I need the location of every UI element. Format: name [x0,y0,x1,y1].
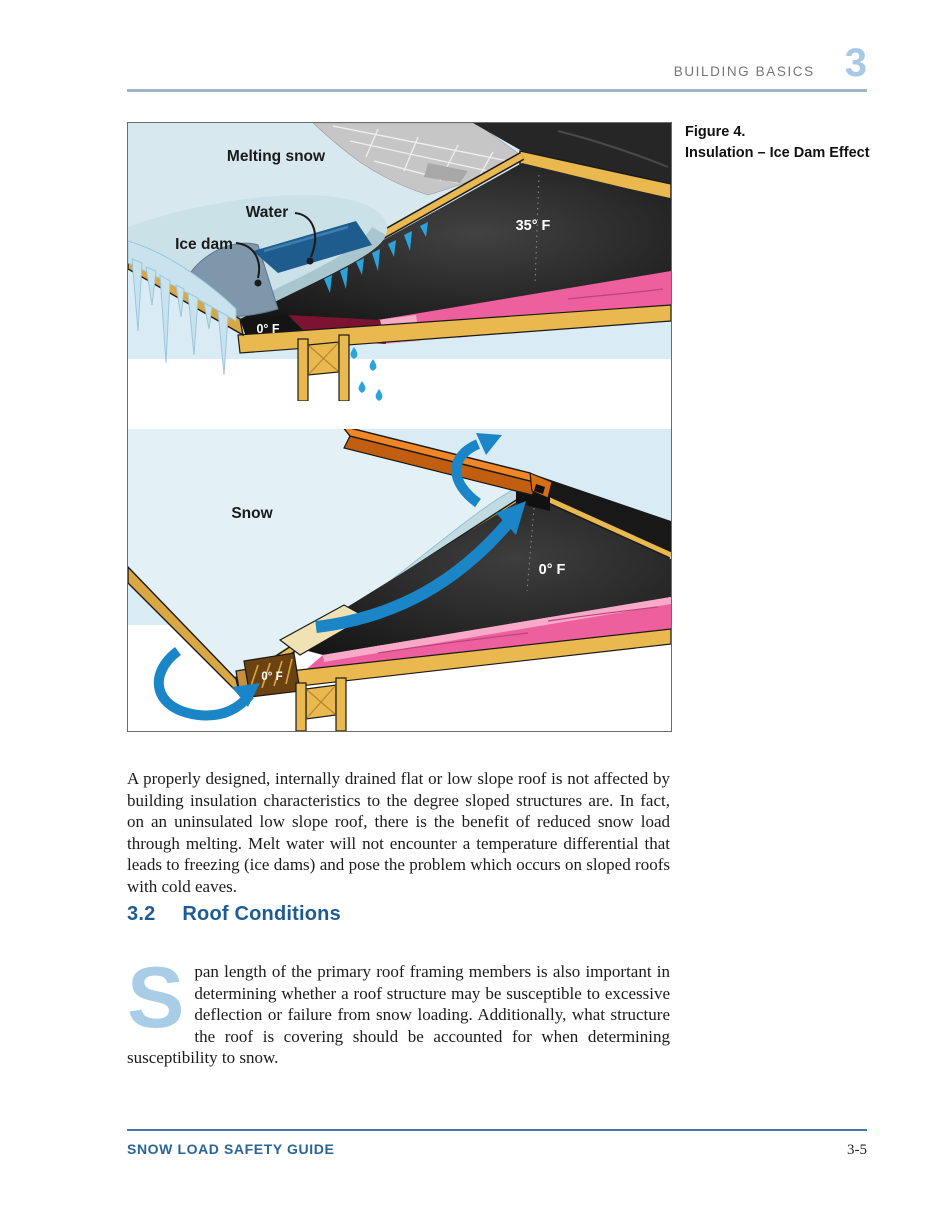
chapter-number: 3 [844,41,867,85]
section-heading-3-2: 3.2 Roof Conditions [127,903,341,926]
label-water: Water [246,204,289,221]
paragraph-roof-conditions-text: pan length of the primary roof framing m… [127,962,670,1068]
label-attic-temp-35f: 35° F [516,218,551,234]
ridge-exhaust-arrow [451,439,482,508]
attic-interior-warm [241,163,671,320]
airflow-arrows [153,433,526,721]
shingle-shade [424,163,468,183]
panel-divider [128,401,671,429]
figure-caption-line1: Figure 4. [685,124,746,140]
section-number: 3.2 [127,903,156,925]
soffit-vent-louvers [249,658,293,690]
label-ice-dam: Ice dam [175,236,233,253]
drop-cap: S [127,950,185,1046]
label-melting-snow: Melting snow [227,148,326,165]
melt-water-pool [253,221,372,273]
section-title: Roof Conditions [182,903,341,925]
ice-dam-diagram: Melting snow Water Ice dam 35° F 0° F [128,123,671,731]
wall-studs-bottom [295,677,347,731]
bottom-panel-cold-attic: Snow 0° F 0° F [128,429,671,731]
ice-dam-leader-line [235,242,260,279]
footer-title: SNOW LOAD SAFETY GUIDE [127,1141,335,1157]
figure-caption-line2: Insulation – Ice Dam Effect [685,145,870,162]
top-panel-warm-attic: Melting snow Water Ice dam 35° F 0° F [128,123,671,401]
insulation-highlight-2 [323,597,671,662]
figure-caption: Figure 4. Insulation – Ice Dam Effect [685,122,875,164]
ridge-vent [343,429,553,499]
snow-plane [128,429,536,681]
ice-dam-leader-dot [254,279,262,287]
label-eave-temp-0f: 0° F [256,322,279,336]
refreeze-icicles [324,222,428,293]
label-snow: Snow [231,505,273,522]
water-leader-dot [306,257,314,265]
label-soffit-temp-0f: 0° F [261,671,282,683]
right-roof-deck [541,494,671,558]
water-drips [350,347,383,401]
wall-studs-top [297,334,350,401]
water-leader-line [294,212,316,258]
label-attic-temp-0f: 0° F [539,562,566,578]
figure-4-illustration: Melting snow Water Ice dam 35° F 0° F [127,122,672,732]
attic-airflow-arrow [315,519,513,633]
far-roof-plane [473,123,671,184]
paragraph-flat-roof: A properly designed, internally drained … [127,769,670,896]
page-header: BUILDING BASICS 3 [127,41,867,92]
page-number: 3-5 [847,1142,867,1158]
icicles [131,258,229,376]
soffit-intake-arrow [153,646,254,721]
far-roof-plane-bottom [536,475,671,553]
temperature-reference-line [534,174,540,286]
section-label: BUILDING BASICS [673,64,815,79]
page-footer: SNOW LOAD SAFETY GUIDE 3-5 [127,1129,867,1159]
ice-overhang [128,240,237,322]
